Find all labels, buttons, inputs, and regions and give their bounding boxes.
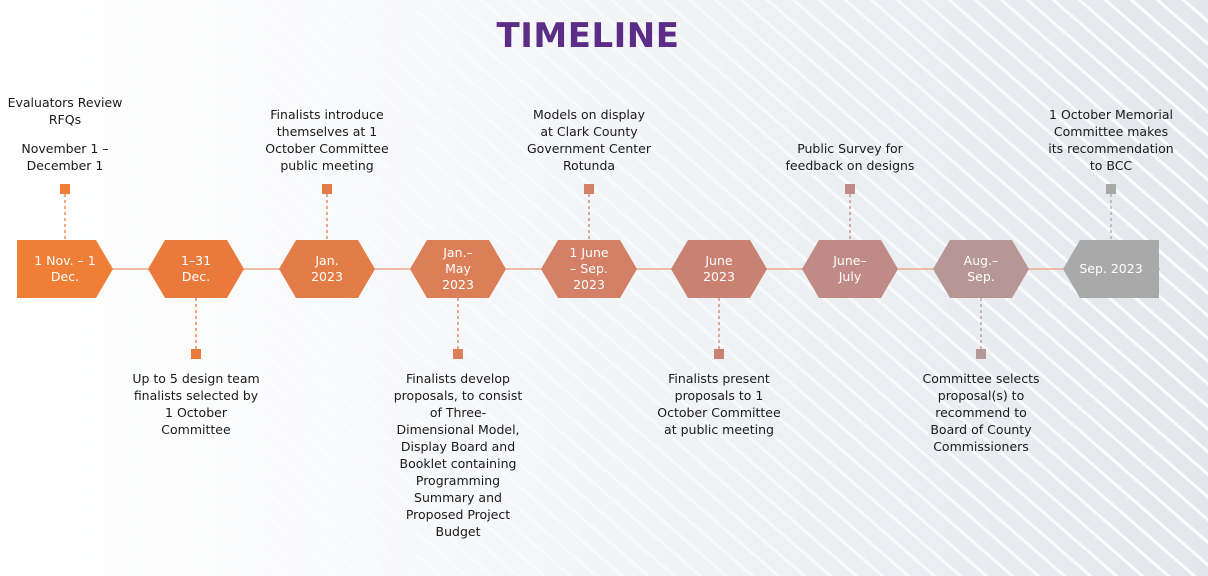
background-line (63, 0, 729, 576)
note-marker (60, 184, 70, 194)
timeline-step-label: 1 June– Sep.2023 (569, 245, 609, 292)
note-marker (453, 349, 463, 359)
background-line (0, 348, 261, 576)
background-line (713, 0, 1208, 432)
background-line (895, 0, 1208, 273)
timeline-step-shape (671, 240, 767, 298)
timeline-step-shape (279, 240, 375, 298)
note-marker (1106, 184, 1116, 194)
timeline-step-shape (17, 240, 113, 298)
timeline-step-label: Jan.2023 (311, 253, 343, 284)
timeline-step-shape (148, 240, 244, 298)
background-line (0, 416, 183, 576)
background-line (167, 0, 833, 576)
background-line (0, 394, 209, 576)
background-line (323, 0, 989, 576)
background-line (0, 280, 339, 576)
timeline-step-shape (410, 240, 506, 298)
background-line (973, 0, 1208, 205)
note-marker (191, 349, 201, 359)
note-marker (976, 349, 986, 359)
timeline-step-shape (1063, 240, 1159, 298)
note-marker (845, 184, 855, 194)
page-title: TIMELINE (496, 16, 680, 56)
background-line (869, 0, 1208, 296)
background-line (1025, 0, 1208, 160)
timeline-step-shape (933, 240, 1029, 298)
background-line (999, 0, 1208, 182)
note-marker (322, 184, 332, 194)
background-line (0, 76, 573, 576)
background-line (0, 439, 157, 576)
background-line (921, 0, 1208, 250)
background-line (583, 0, 1208, 545)
background-line (0, 0, 624, 576)
background-line (0, 371, 235, 576)
background-line (0, 303, 313, 576)
background-line (453, 0, 1119, 576)
background-line (0, 326, 287, 576)
background-line (0, 167, 469, 576)
background-line (947, 0, 1208, 228)
timeline-step-shape (541, 240, 637, 298)
timeline-step-label: Sep. 2023 (1079, 261, 1143, 276)
background-line (687, 0, 1208, 454)
note-marker (584, 184, 594, 194)
timeline-step-shape (802, 240, 898, 298)
background-line (0, 484, 105, 576)
background-line (1051, 0, 1208, 137)
background-line (557, 0, 1208, 568)
timeline-step-label: June–July (833, 253, 867, 284)
background-line (297, 0, 963, 576)
timeline-step-label: Aug.–Sep. (963, 253, 999, 284)
background-line (0, 462, 131, 576)
background-line (193, 0, 859, 576)
background-line (37, 0, 703, 576)
note-marker (714, 349, 724, 359)
background-line (843, 0, 1208, 318)
background-line (427, 0, 1093, 576)
background-line (0, 190, 443, 576)
background-line (1077, 0, 1208, 114)
